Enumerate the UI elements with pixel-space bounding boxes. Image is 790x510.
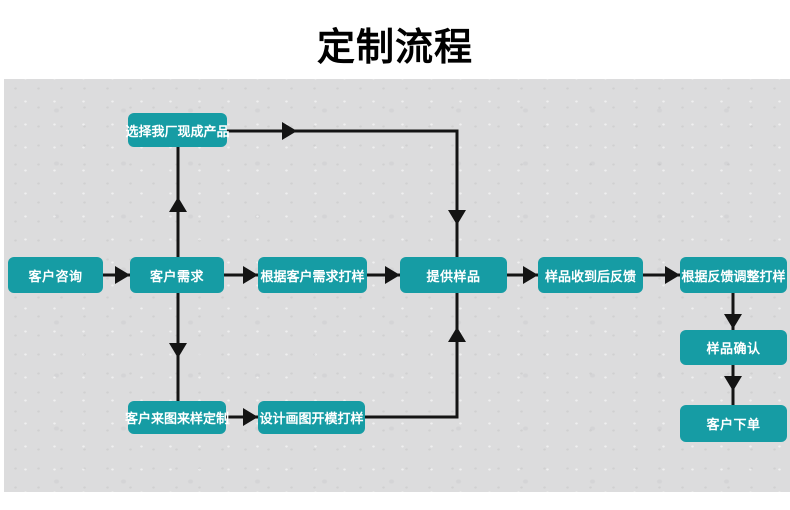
arrowhead-up-icon	[448, 327, 466, 342]
node-label: 样品确认	[706, 341, 761, 356]
node-label: 提供样品	[426, 268, 481, 284]
arrowhead-right-icon	[523, 266, 538, 284]
edge-custom-to-design	[226, 408, 258, 426]
flowchart-panel: 客户咨询 客户需求 选择我厂现成产品 客户来图来样定制 根据客户需求打样 设计画…	[4, 79, 790, 492]
edge-ready-product-to-provide	[227, 122, 466, 257]
arrowhead-right-icon	[282, 122, 297, 140]
node-label: 客户来图来样定制	[125, 411, 230, 426]
node-label: 选择我厂现成产品	[125, 123, 230, 139]
page-title: 定制流程	[316, 27, 473, 69]
edge-consult-to-demand	[103, 266, 130, 284]
arrowhead-right-icon	[115, 266, 130, 284]
edge-demand-to-sample-per-demand	[224, 266, 258, 284]
arrowhead-right-icon	[243, 408, 258, 426]
edge-feedback-to-adjust	[643, 266, 680, 284]
edge-confirm-to-order	[724, 365, 742, 405]
edge-design-to-provide	[365, 293, 466, 419]
node-label: 样品收到后反馈	[544, 268, 636, 284]
arrowhead-down-icon	[448, 210, 466, 225]
node-choose-ready-product: 选择我厂现成产品	[125, 113, 230, 147]
node-label: 客户需求	[149, 268, 204, 284]
flow-connectors	[103, 122, 742, 426]
arrowhead-right-icon	[385, 266, 400, 284]
connector-line	[365, 293, 459, 419]
node-label: 客户咨询	[28, 268, 83, 284]
arrowhead-up-icon	[169, 197, 187, 212]
node-label: 根据客户需求打样	[260, 268, 365, 284]
node-customer-order: 客户下单	[680, 405, 787, 442]
edge-adjust-to-confirm	[724, 293, 742, 330]
node-provide-sample: 提供样品	[400, 257, 507, 293]
edge-provide-to-feedback	[507, 266, 538, 284]
arrowhead-down-icon	[724, 376, 742, 391]
node-design-draw-mold: 设计画图开模打样	[258, 401, 365, 434]
node-sample-per-demand: 根据客户需求打样	[258, 257, 367, 293]
node-feedback-after-receipt: 样品收到后反馈	[538, 257, 643, 293]
node-customer-consult: 客户咨询	[8, 257, 103, 293]
arrowhead-right-icon	[665, 266, 680, 284]
edge-sample-per-demand-to-provide	[367, 266, 400, 284]
arrowhead-down-icon	[169, 343, 187, 358]
arrowhead-down-icon	[724, 314, 742, 329]
node-label: 设计画图开模打样	[259, 411, 364, 426]
node-custom-by-drawing: 客户来图来样定制	[125, 401, 230, 434]
node-adjust-per-feedback: 根据反馈调整打样	[680, 257, 787, 293]
node-sample-confirm: 样品确认	[680, 330, 787, 365]
node-customer-demand: 客户需求	[130, 257, 224, 293]
node-label: 客户下单	[706, 417, 761, 432]
arrowhead-right-icon	[243, 266, 258, 284]
edge-demand-to-custom-by-drawing	[169, 293, 187, 401]
node-label: 根据反馈调整打样	[681, 268, 786, 284]
edge-demand-to-ready-product	[169, 147, 187, 257]
connector-line	[227, 129, 459, 257]
